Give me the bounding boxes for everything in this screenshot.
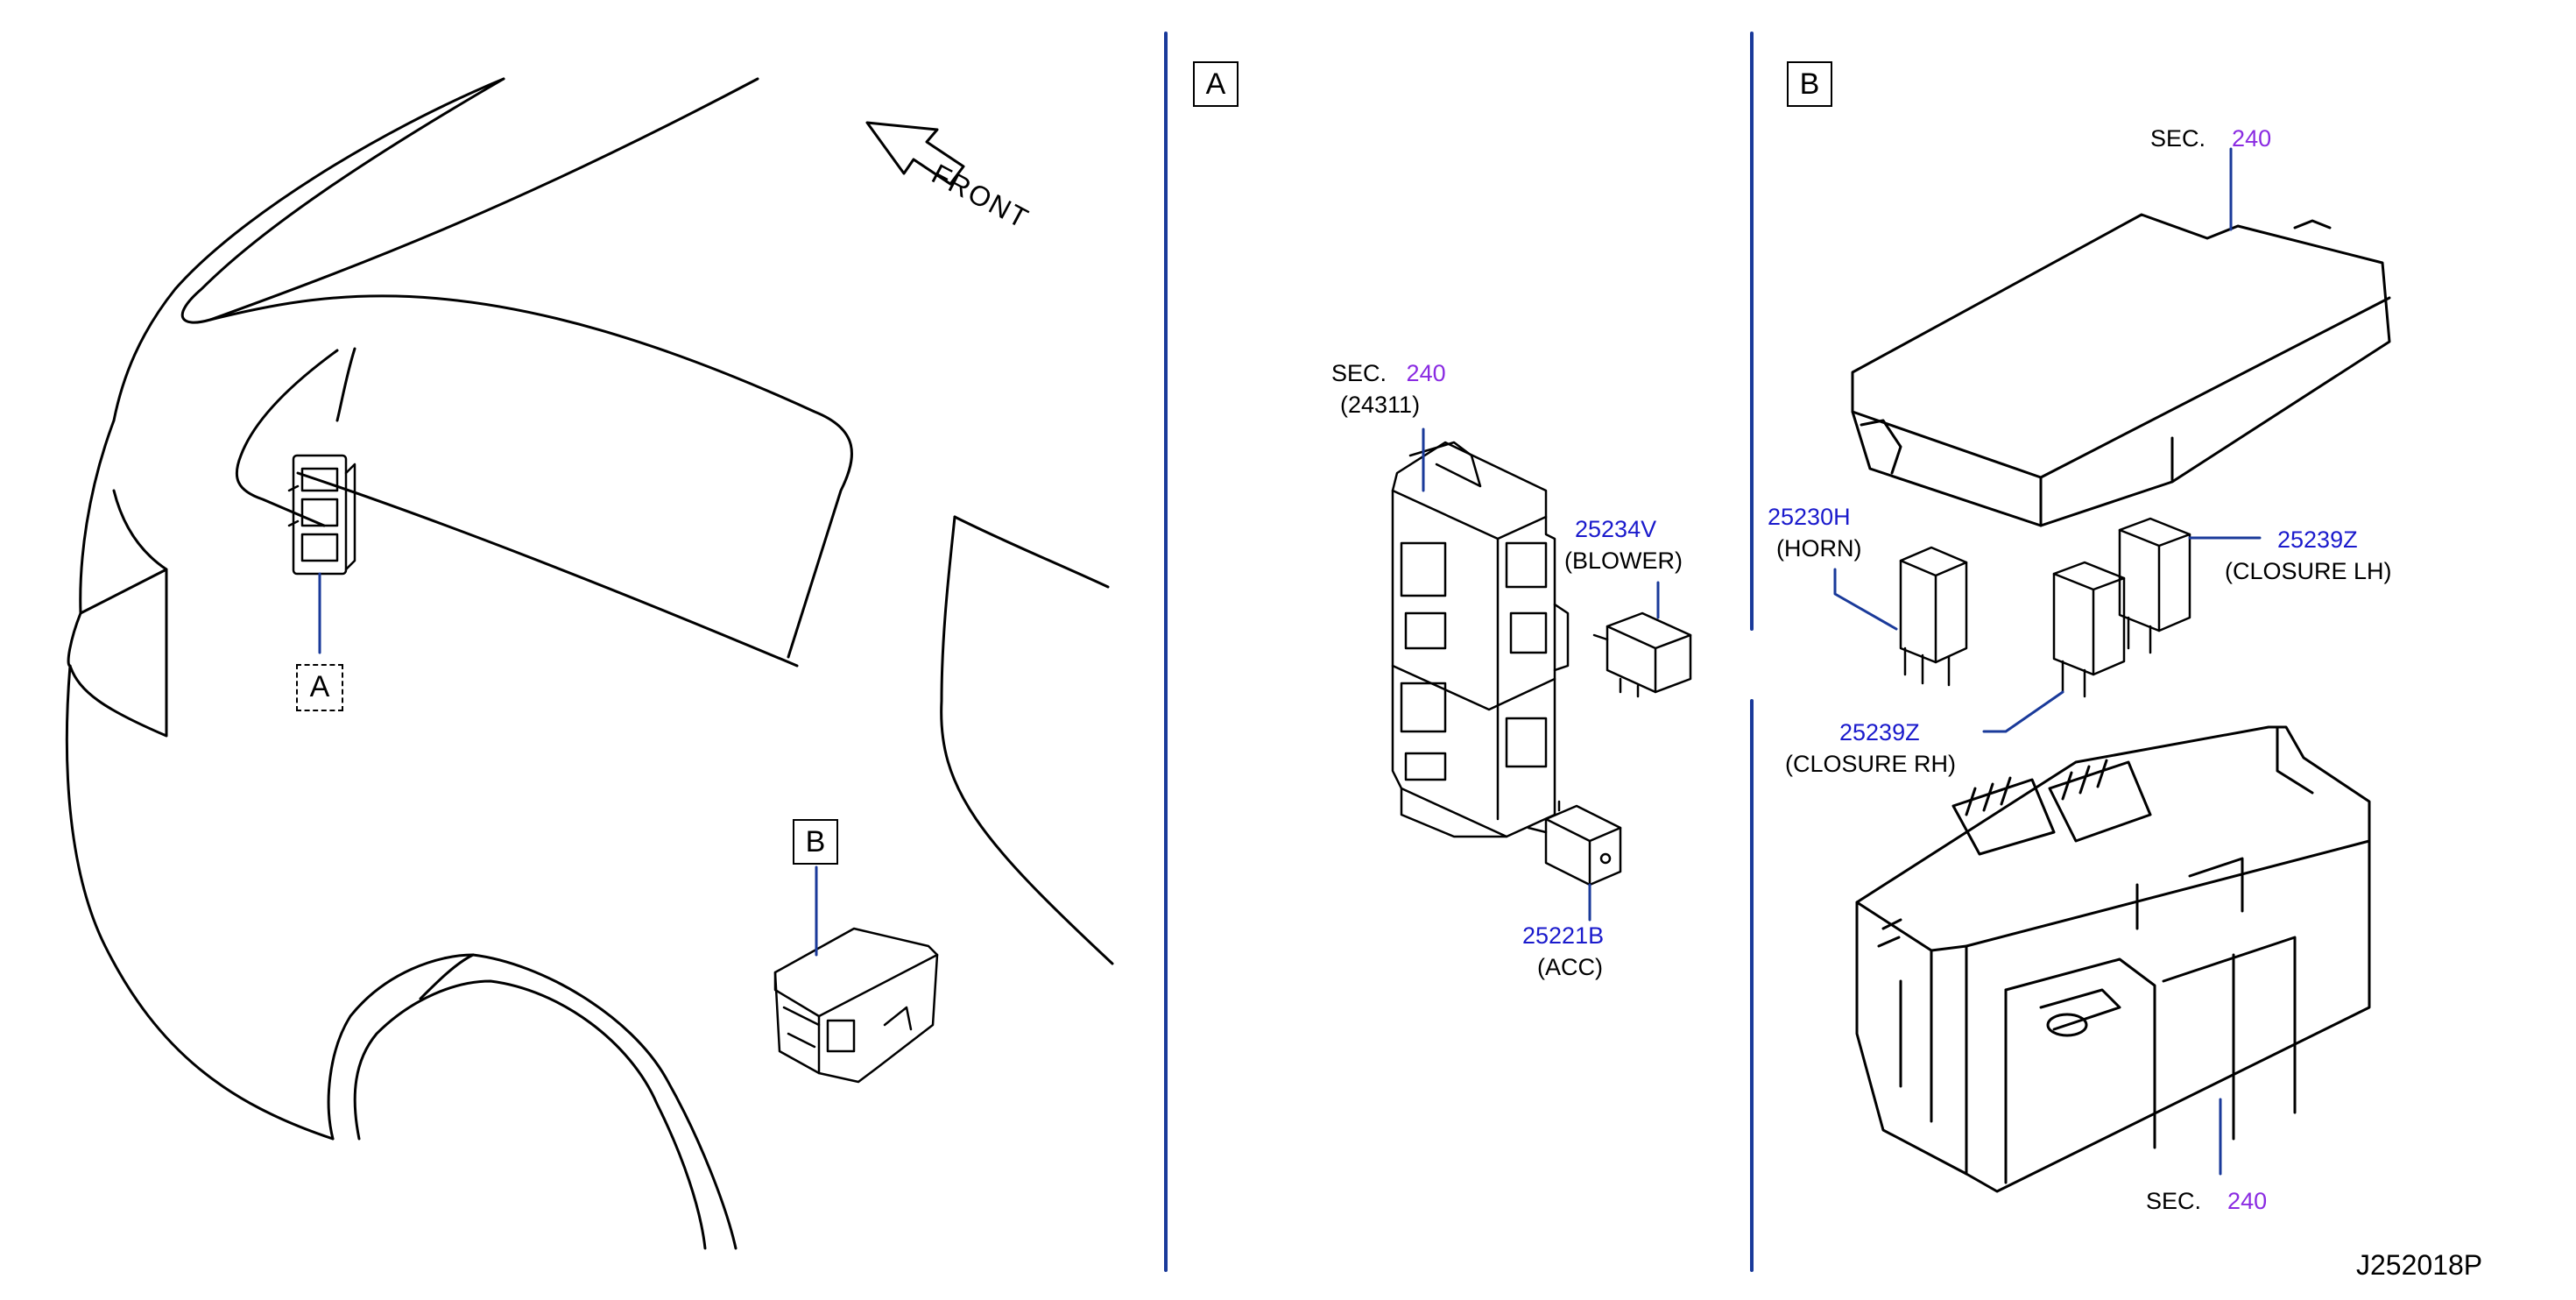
closure-rh-description: (CLOSURE RH) [1785, 751, 1957, 777]
fuse-block-sec-number: 240 [1406, 360, 1446, 386]
acc-relay [1527, 800, 1622, 887]
horn-description: (HORN) [1776, 535, 1862, 562]
vehicle-callout-b: B [793, 819, 838, 865]
blower-description: (BLOWER) [1564, 548, 1683, 574]
cover-sec: SEC. 240 [2150, 124, 2271, 152]
acc-part-number: 25221B [1522, 922, 1605, 949]
panel-a-label: A [1193, 61, 1239, 107]
horn-part-number: 25230H [1768, 504, 1851, 530]
fuse-box-cover [1851, 213, 2391, 527]
box-sec-prefix: SEC. [2146, 1188, 2202, 1214]
box-sec: SEC. 240 [2146, 1187, 2267, 1215]
cover-sec-prefix: SEC. [2150, 125, 2206, 152]
box-sec-number: 240 [2227, 1188, 2268, 1214]
vehicle-body [65, 77, 1114, 1250]
leader-closure-rh [1982, 690, 2064, 733]
vehicle-callout-a: A [296, 664, 343, 711]
fuse-block-sub-part: (24311) [1340, 392, 1421, 418]
closure-lh-part-number: 25239Z [2277, 526, 2358, 553]
vehicle-fuse-box-b [773, 927, 939, 1084]
panel-b-label: B [1787, 61, 1832, 107]
leader-horn [1833, 568, 1898, 631]
blower-relay [1592, 611, 1692, 698]
horn-relay [1899, 546, 1968, 687]
closure-rh-relay [2052, 561, 2126, 698]
front-arrow-icon [865, 121, 965, 186]
closure-lh-description: (CLOSURE LH) [2225, 558, 2392, 584]
blower-part-number: 25234V [1575, 516, 1657, 542]
fuse-block-sec: SEC. 240 [1331, 359, 1446, 387]
fuse-block-sec-prefix: SEC. [1331, 360, 1387, 386]
cover-sec-number: 240 [2232, 125, 2272, 152]
fuse-block-24311 [1391, 441, 1570, 838]
acc-description: (ACC) [1537, 954, 1603, 980]
diagram-code: J252018P [2356, 1249, 2483, 1281]
fuse-box-housing [1855, 725, 2371, 1193]
closure-rh-part-number: 25239Z [1839, 719, 1920, 745]
closure-lh-relay [2118, 517, 2191, 654]
